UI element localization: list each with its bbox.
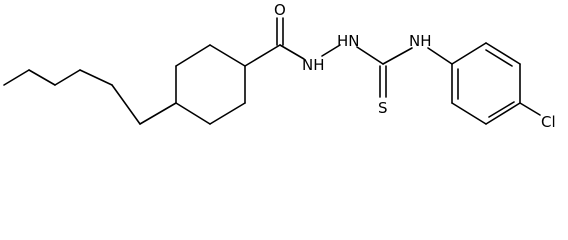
pentyl-bond-2 bbox=[28, 69, 56, 86]
aryl-double-bond-inner-3 bbox=[485, 49, 513, 67]
aryl-bond-5 bbox=[485, 42, 521, 65]
thiocarbonyl-to-nh-bond bbox=[382, 47, 413, 65]
aryl-bond-3 bbox=[485, 102, 521, 125]
thiourea-group bbox=[356, 46, 453, 98]
hydrazide-nh-label: NH bbox=[302, 56, 325, 74]
ring-bond-3 bbox=[209, 44, 246, 67]
cyclohexane-ring bbox=[175, 44, 246, 125]
nh-to-hn-bond bbox=[321, 44, 341, 57]
hydrazine-hn-label: HN bbox=[337, 32, 360, 50]
pentyl-bond-1 bbox=[3, 69, 30, 86]
aryl-nh-label: NH bbox=[409, 32, 432, 50]
aryl-bond-6 bbox=[451, 42, 487, 65]
structure-diagram: O NH HN NH S Cl bbox=[3, 1, 556, 131]
ring-bond-6 bbox=[175, 102, 211, 125]
structure-canvas: O NH HN NH S Cl bbox=[3, 1, 556, 131]
chlorine-label: Cl bbox=[541, 113, 556, 131]
aryl-bond-2 bbox=[451, 102, 487, 125]
hydrazine-linker bbox=[321, 44, 341, 57]
nh-to-aryl-bond bbox=[427, 47, 453, 65]
pentyl-bond-3 bbox=[54, 69, 81, 86]
carbonyl-to-nh-bond bbox=[279, 44, 305, 60]
aryl-double-bond-inner-2 bbox=[488, 101, 515, 118]
carbonyl-group bbox=[244, 17, 305, 67]
pentyl-bond-6 bbox=[139, 102, 177, 125]
aryl-to-cl-bond bbox=[519, 102, 541, 116]
pentyl-bond-4 bbox=[79, 69, 113, 86]
chlorophenyl-ring bbox=[451, 42, 541, 125]
sulfur-label: S bbox=[378, 99, 388, 117]
ring-bond-5 bbox=[209, 102, 246, 125]
pentyl-bond-5 bbox=[111, 84, 141, 125]
hn-to-thiocarbonyl-bond bbox=[356, 46, 384, 65]
oxygen-label: O bbox=[274, 1, 286, 19]
ring-bond-2 bbox=[175, 44, 211, 67]
pentyl-chain bbox=[3, 69, 177, 125]
ring-to-carbonyl-bond bbox=[244, 44, 281, 67]
